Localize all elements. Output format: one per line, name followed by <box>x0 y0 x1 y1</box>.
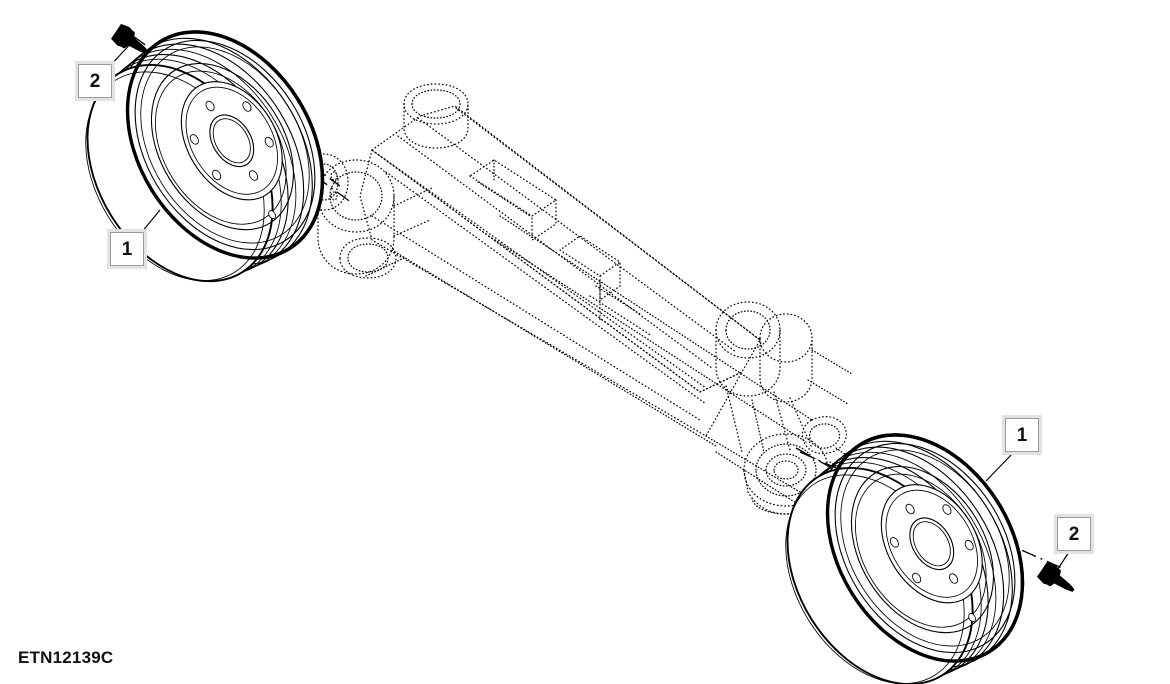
front-axle-housing-phantom <box>359 83 901 509</box>
leader-callout-1-upper-left <box>140 209 161 234</box>
callout-label: 1 <box>1016 424 1028 446</box>
leader-callout-2-lower-right <box>1051 551 1070 579</box>
callout-2-upper-left[interactable]: 2 <box>75 61 115 101</box>
leader-callout-1-lower-right <box>985 452 1014 482</box>
callout-1-lower-right[interactable]: 1 <box>1002 415 1042 455</box>
hub-stud-holes <box>189 100 274 181</box>
callout-label: 2 <box>1068 523 1080 545</box>
leader-callout-2-upper-left <box>109 40 134 67</box>
callout-label: 2 <box>89 70 101 92</box>
callout-label: 1 <box>121 238 133 260</box>
callout-2-lower-right[interactable]: 2 <box>1054 514 1094 554</box>
wheel-mounting-bolt-upper-left <box>111 23 149 54</box>
wheel-mounting-bolt-lower-right <box>1037 561 1075 592</box>
figure-code: ETN12139C <box>18 648 114 667</box>
wheel-rim-upper-left <box>85 30 325 283</box>
hub-stud-holes <box>889 503 974 584</box>
left-wheel-axis-outer <box>227 111 353 204</box>
callout-1-upper-left[interactable]: 1 <box>107 229 147 269</box>
wheel-rim-lower-right <box>785 433 1025 684</box>
